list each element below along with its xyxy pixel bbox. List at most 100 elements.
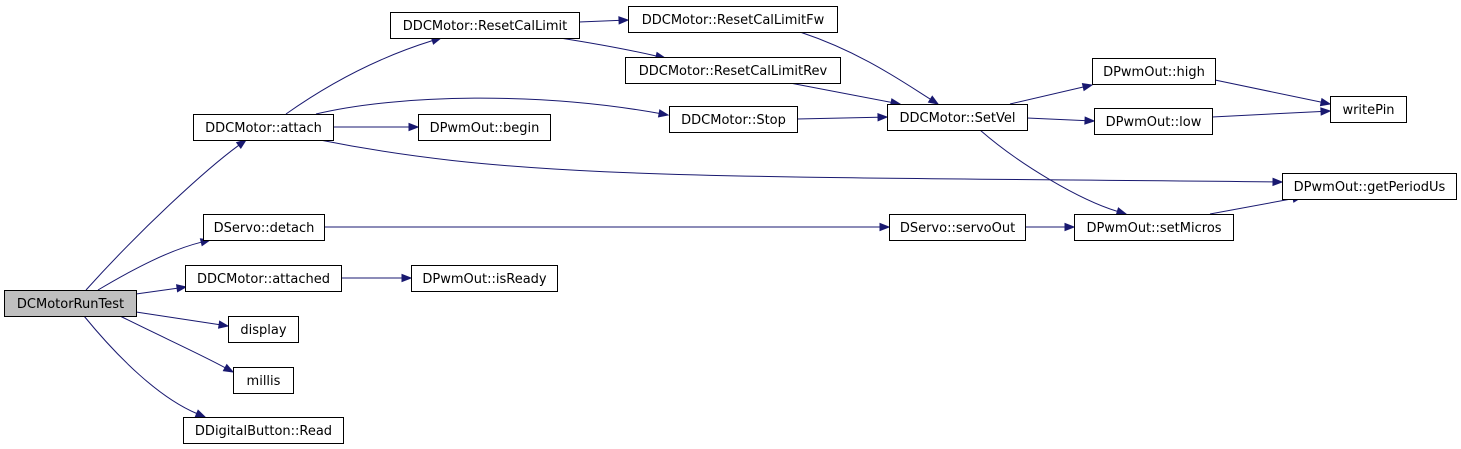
node-box: [1094, 108, 1213, 135]
node-rcl[interactable]: DDCMotor::ResetCalLimit: [390, 12, 580, 39]
arrowhead-icon: [217, 320, 230, 329]
node-rclrev[interactable]: DDCMotor::ResetCalLimitRev: [625, 57, 841, 84]
node-box: [887, 104, 1028, 131]
node-box: [1282, 173, 1457, 200]
node-rclfw[interactable]: DDCMotor::ResetCalLimitFw: [628, 6, 838, 33]
edge-line: [97, 241, 202, 291]
edge-attached-to-isready: [341, 273, 413, 283]
node-label: DPwmOut::getPeriodUs: [1294, 180, 1446, 195]
node-high[interactable]: DPwmOut::high: [1092, 58, 1216, 85]
node-box: [418, 114, 551, 141]
node-label: DPwmOut::low: [1106, 115, 1202, 130]
node-servoout[interactable]: DServo::servoOut: [889, 214, 1026, 241]
node-writepin[interactable]: writePin: [1330, 96, 1407, 123]
edge-setvel-to-setmicros: [979, 129, 1128, 216]
node-box: [183, 417, 344, 444]
node-box: [628, 6, 838, 33]
node-setvel[interactable]: DDCMotor::SetVel: [887, 104, 1028, 131]
edge-line: [319, 139, 1274, 183]
node-period[interactable]: DPwmOut::getPeriodUs: [1282, 173, 1457, 200]
node-label: DPwmOut::setMicros: [1086, 221, 1221, 236]
edge-rclrev-to-setvel: [789, 82, 902, 107]
node-box: [193, 114, 334, 141]
node-label: DPwmOut::isReady: [422, 272, 547, 287]
node-box: [889, 214, 1026, 241]
arrowhead-icon: [176, 284, 188, 293]
edge-servoout-to-setmicros: [1025, 222, 1076, 232]
edge-line: [1009, 86, 1084, 105]
edge-line: [85, 144, 240, 291]
node-label: DDigitalButton::Read: [195, 424, 332, 439]
edge-line: [578, 19, 620, 23]
arrowhead-icon: [194, 409, 207, 418]
function-nodes: DCMotorRunTest DDCMotor::attachDServo::de…: [4, 6, 1457, 444]
edge-run-to-display: [135, 311, 230, 329]
node-run[interactable]: DCMotorRunTest: [4, 290, 137, 317]
edge-high-to-writepin: [1214, 79, 1332, 107]
node-low[interactable]: DPwmOut::low: [1094, 108, 1213, 135]
edge-line: [1209, 198, 1294, 215]
edge-line: [799, 31, 931, 100]
node-setmicros[interactable]: DPwmOut::setMicros: [1074, 214, 1234, 241]
edge-stop-to-setvel: [796, 112, 889, 122]
arrowhead-icon: [1319, 97, 1332, 107]
edge-line: [796, 116, 879, 120]
edge-line: [119, 315, 226, 369]
node-attach[interactable]: DDCMotor::attach: [193, 114, 334, 141]
node-label: display: [240, 323, 286, 338]
arrowhead-icon: [1081, 83, 1094, 92]
arrowhead-icon: [222, 363, 235, 373]
node-isready[interactable]: DPwmOut::isReady: [411, 265, 558, 292]
node-detach[interactable]: DServo::detach: [203, 214, 325, 241]
node-label: DServo::servoOut: [900, 221, 1015, 236]
node-attached[interactable]: DDCMotor::attached: [185, 265, 342, 292]
edge-run-to-attached: [135, 284, 188, 295]
arrowhead-icon: [1320, 107, 1332, 116]
node-read[interactable]: DDigitalButton::Read: [183, 417, 344, 444]
edge-line: [135, 287, 178, 295]
edge-line: [789, 82, 892, 103]
edge-rclfw-to-setvel: [799, 31, 940, 105]
node-box: [1092, 58, 1216, 85]
node-box: [625, 57, 841, 84]
edge-rcl-to-rclrev: [559, 37, 667, 61]
node-box: [185, 265, 342, 292]
edge-attach-to-begin: [333, 122, 420, 132]
node-begin[interactable]: DPwmOut::begin: [418, 114, 551, 141]
node-box: [390, 12, 580, 39]
edge-run-to-attach: [85, 139, 248, 291]
edge-rcl-to-rclfw: [578, 16, 630, 25]
edge-line: [83, 315, 197, 414]
arrowhead-icon: [879, 222, 891, 232]
edge-setvel-to-high: [1009, 83, 1094, 105]
edge-line: [1026, 117, 1086, 122]
arrowhead-icon: [408, 122, 420, 132]
edge-line: [979, 129, 1118, 212]
node-label: writePin: [1342, 103, 1394, 118]
node-label: DServo::detach: [214, 221, 315, 236]
edge-attach-to-period: [319, 139, 1284, 187]
edge-run-to-millis: [119, 315, 235, 373]
node-label: DDCMotor::ResetCalLimitRev: [639, 64, 828, 79]
node-box: [233, 367, 294, 394]
node-label: millis: [247, 374, 281, 389]
node-millis[interactable]: millis: [233, 367, 294, 394]
arrowhead-icon: [618, 16, 630, 25]
node-label: DDCMotor::attached: [197, 272, 330, 287]
arrowhead-icon: [1084, 116, 1096, 125]
node-display[interactable]: display: [228, 316, 299, 343]
node-label: DDCMotor::ResetCalLimitFw: [642, 13, 825, 28]
node-box: [4, 290, 137, 317]
edge-line: [559, 37, 657, 57]
node-box: [228, 316, 299, 343]
edge-line: [285, 40, 433, 115]
arrowhead-icon: [1064, 222, 1076, 232]
arrowhead-icon: [877, 112, 889, 122]
edge-run-to-read: [83, 315, 207, 418]
edge-low-to-writepin: [1211, 107, 1332, 118]
node-stop[interactable]: DDCMotor::Stop: [669, 106, 798, 133]
arrowhead-icon: [1115, 207, 1128, 216]
edge-detach-to-servoout: [324, 222, 891, 232]
node-label: DPwmOut::begin: [430, 121, 540, 136]
edge-attach-to-stop: [315, 97, 670, 118]
